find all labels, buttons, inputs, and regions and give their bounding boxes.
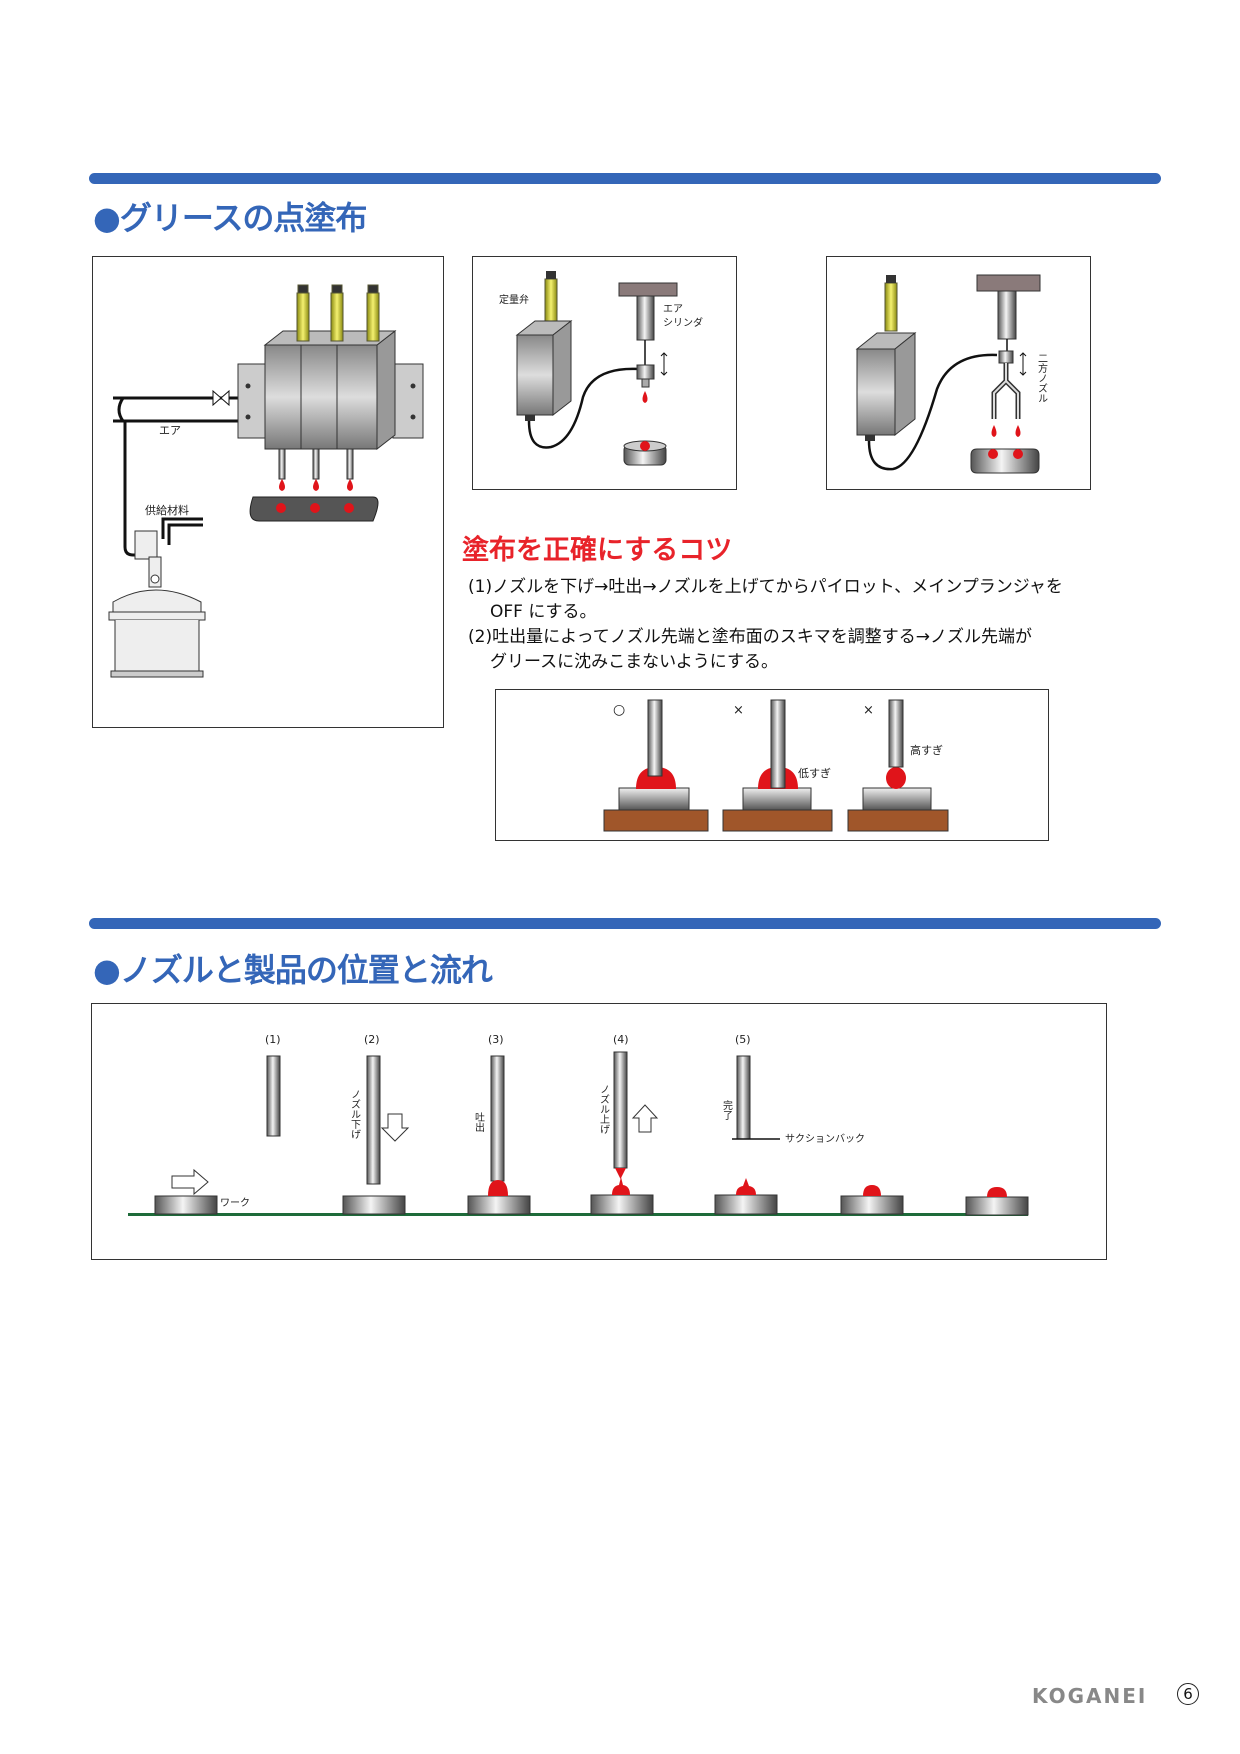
- arrow-down-icon: [380, 1113, 410, 1142]
- nozzle-step-2: [366, 1055, 381, 1185]
- tip-line-1-cont: OFF にする。: [490, 602, 597, 622]
- work-piece: [970, 448, 1040, 474]
- page-number: 6: [1177, 1683, 1199, 1705]
- supply-material-label: 供給材料: [145, 503, 189, 517]
- tips-title: 塗布を正確にするコツ: [462, 535, 733, 566]
- mark-good: ○: [613, 702, 625, 718]
- conveyor-line: [128, 1213, 1028, 1216]
- two-way-nozzle: [998, 350, 1014, 364]
- bracket-right: [392, 363, 424, 439]
- koganei-logo: KOGANEI: [1032, 1684, 1148, 1708]
- step-1-label: (1): [265, 1033, 281, 1046]
- mark-bad-1: ×: [733, 703, 744, 718]
- nozzle: [636, 364, 655, 380]
- hose: [527, 367, 639, 449]
- metering-valves: [296, 284, 380, 342]
- section-divider-bar: [89, 173, 1161, 184]
- too-low-label: 低すぎ: [798, 766, 831, 780]
- mount-plate: [618, 282, 678, 297]
- section-title-grease-dot-application: ●グリースの点塗布: [93, 199, 367, 237]
- arrow-up-icon: [631, 1104, 659, 1133]
- step-3-label: (3): [488, 1033, 504, 1046]
- hose: [867, 353, 998, 471]
- pump-tank: [108, 530, 206, 678]
- step-4-label: (4): [613, 1033, 629, 1046]
- tip-line-2-cont: グリースに沈みこまないようにする。: [490, 652, 778, 672]
- step-2-label: (2): [364, 1033, 380, 1046]
- arrow-right-icon: [171, 1168, 209, 1196]
- work-label: ワーク: [220, 1197, 250, 1209]
- diagram-grease-system: エア 供給材料: [92, 256, 444, 728]
- case-too-low: 低すぎ: [722, 699, 833, 832]
- tip-line-2: (2)吐出量によってノズル先端と塗布面のスキマを調整する→ノズル先端が: [468, 627, 1032, 647]
- two-way-nozzle-label: 二方ノズル: [1036, 353, 1048, 403]
- too-high-label: 高すぎ: [910, 743, 943, 757]
- work-pieces: [154, 1194, 1029, 1216]
- mount-plate: [976, 274, 1041, 292]
- grease-dots: [488, 1177, 1007, 1197]
- bracket-left: [237, 363, 269, 439]
- nozzle-step-1: [266, 1055, 281, 1137]
- air-cylinder: [997, 290, 1017, 340]
- valve-blocks: [263, 329, 397, 451]
- tip-line-1: (1)ノズルを下げ→吐出→ノズルを上げてからパイロット、メインプランジャを: [468, 577, 1063, 597]
- mark-bad-2: ×: [863, 703, 874, 718]
- air-cylinder: [636, 295, 655, 341]
- nozzle-up-label: ノズル上げ: [598, 1084, 610, 1134]
- up-down-arrow-icon: [1019, 352, 1027, 376]
- suction-back-label: サクションバック: [785, 1133, 865, 1145]
- up-down-arrow-icon: [660, 352, 668, 376]
- complete-label: 完了: [721, 1099, 733, 1120]
- section-divider-bar: [89, 918, 1161, 929]
- discharge-label: 吐出: [473, 1112, 485, 1132]
- section-title-nozzle-flow: ●ノズルと製品の位置と流れ: [93, 951, 493, 989]
- diagram-single-nozzle: 定量弁 エア シリンダ: [472, 256, 737, 490]
- cylinder-label-1: エア: [663, 304, 683, 315]
- metering-valve-label: 定量弁: [499, 293, 529, 306]
- nozzle-step-5: [736, 1055, 751, 1140]
- case-good: [603, 699, 709, 832]
- diagram-two-way-nozzle: 二方ノズル: [826, 256, 1091, 490]
- nozzles: [278, 448, 354, 480]
- step-5-label: (5): [735, 1033, 751, 1046]
- case-too-high: 高すぎ: [847, 699, 949, 832]
- valve-icon: [212, 389, 230, 407]
- air-label: エア: [159, 424, 181, 437]
- nozzle-step-3: [490, 1055, 505, 1182]
- diagram-nozzle-flow: (1) (2) (3) (4) (5) ワーク ノズル下げ 吐出 ノズル上げ 完…: [91, 1003, 1107, 1260]
- nozzle-down-label: ノズル下げ: [349, 1089, 361, 1139]
- nozzle-step-4: [613, 1051, 628, 1169]
- diagram-nozzle-gap: ○ × × 低すぎ 高すぎ: [495, 689, 1049, 841]
- cylinder-label-2: シリンダ: [663, 316, 703, 329]
- grease-drops: [279, 479, 353, 491]
